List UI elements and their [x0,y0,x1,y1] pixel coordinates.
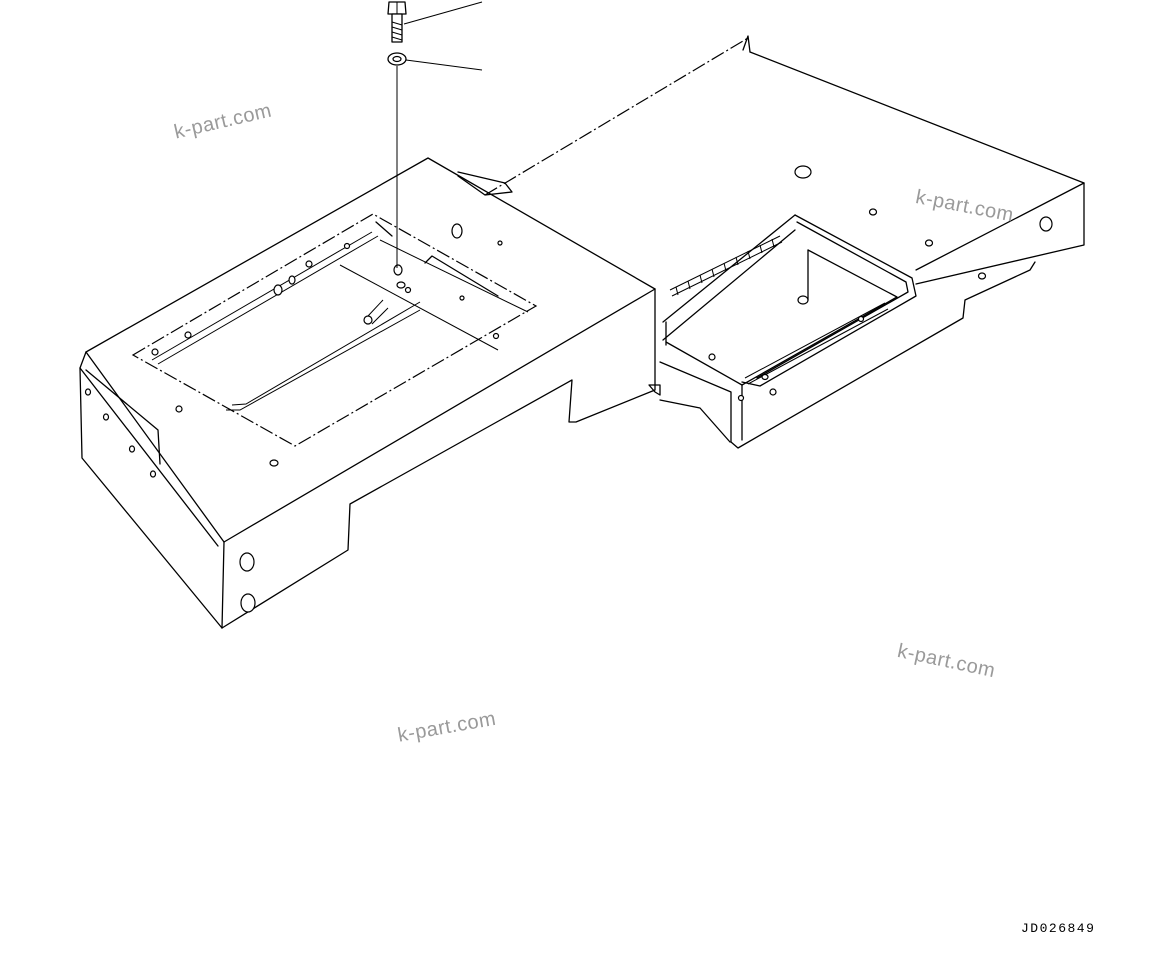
floor-frame [79,157,656,629]
washer [387,52,407,66]
rear-floor-plate [484,35,1085,449]
mount-hole [497,240,503,246]
bolt [387,1,407,43]
mount-hole [794,165,812,179]
drawing-code: JD026849 [1021,921,1096,936]
mount-hole [451,223,463,239]
mount-hole [1039,216,1053,232]
washer-leader-line [405,59,483,71]
storage-tray [648,214,917,441]
mount-hole [868,208,878,216]
mount-hole [175,405,183,413]
mount-hole [269,459,279,467]
bolt-leader-line [403,1,483,25]
mount-hole [977,272,987,280]
mount-hole [924,239,934,247]
